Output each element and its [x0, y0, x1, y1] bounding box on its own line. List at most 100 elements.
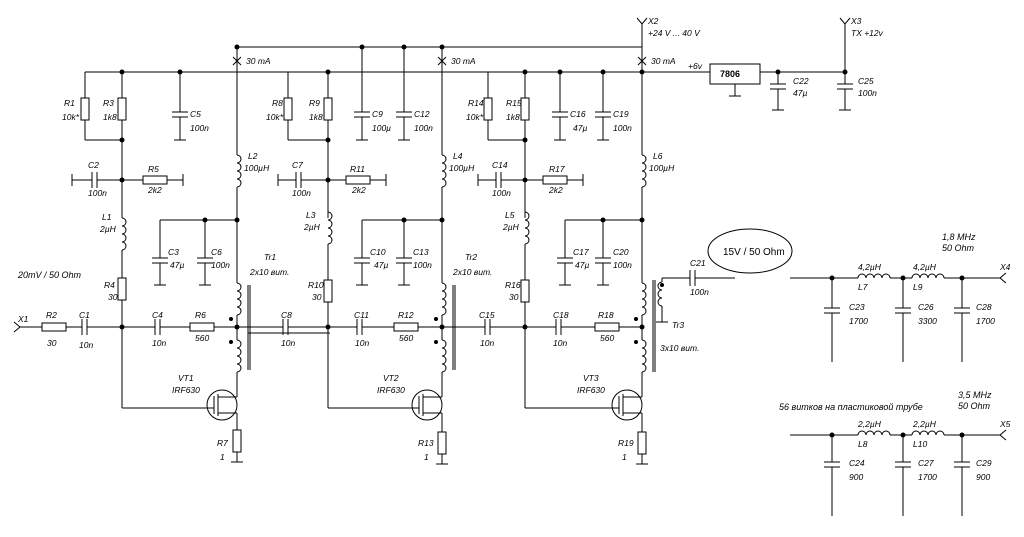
label-r11-value: 2k2 — [351, 185, 366, 195]
label-filter2-impedance: 50 Ohm — [958, 401, 991, 411]
label-l5: L5 — [505, 210, 515, 220]
label-r1-value: 10k* — [62, 112, 80, 122]
stage-1 — [20, 44, 330, 463]
label-c20-value: 100n — [613, 260, 632, 270]
label-l6-value: 100µH — [649, 163, 675, 173]
label-c5: C5 — [190, 109, 201, 119]
label-l7-value: 4,2µH — [858, 262, 882, 272]
label-r5-value: 2k2 — [147, 185, 162, 195]
label-c7: C7 — [292, 160, 303, 170]
label-vt1-type: IRF630 — [172, 385, 200, 395]
label-c25: C25 — [858, 76, 874, 86]
label-r18-value: 560 — [600, 333, 614, 343]
label-x5: X5 — [999, 419, 1011, 429]
label-input-level: 20mV / 50 Ohm — [17, 270, 82, 280]
label-r3-value: 1k8 — [103, 112, 117, 122]
label-x2: X2 — [647, 16, 659, 26]
label-c9-value: 100µ — [372, 123, 391, 133]
label-c19-value: 100n — [613, 123, 632, 133]
label-vt3-type: IRF630 — [577, 385, 605, 395]
label-c11-value: 10n — [355, 338, 369, 348]
regulator-7806 — [709, 63, 761, 97]
label-filter1-impedance: 50 Ohm — [942, 243, 975, 253]
label-c15: C15 — [479, 310, 495, 320]
connector-x2 — [636, 17, 648, 28]
label-c16-value: 47µ — [573, 123, 587, 133]
label-c24: C24 — [849, 458, 865, 468]
label-r13-value: 1 — [424, 452, 429, 462]
label-c3-value: 47µ — [170, 260, 184, 270]
label-l7: L7 — [858, 282, 868, 292]
label-r2-value: 30 — [47, 338, 57, 348]
label-c15-value: 10n — [480, 338, 494, 348]
label-c6: C6 — [211, 247, 222, 257]
label-l2-value: 100µH — [244, 163, 270, 173]
label-c19: C19 — [613, 109, 629, 119]
label-c17: C17 — [573, 247, 589, 257]
label-c4-value: 10n — [152, 338, 166, 348]
label-current-3: 30 mA — [651, 56, 676, 66]
label-vt1: VT1 — [178, 373, 194, 383]
label-c13: C13 — [413, 247, 429, 257]
connector-x3 — [839, 17, 851, 28]
label-r4-value: 30 — [108, 292, 118, 302]
label-c8-value: 10n — [281, 338, 295, 348]
label-r12: R12 — [398, 310, 414, 320]
label-c28-value: 1700 — [976, 316, 995, 326]
label-vt2-type: IRF630 — [377, 385, 405, 395]
label-l8: L8 — [858, 439, 868, 449]
label-l2: L2 — [248, 151, 258, 161]
label-c9: C9 — [372, 109, 383, 119]
label-l1: L1 — [102, 212, 112, 222]
label-l5-value: 2µH — [502, 222, 520, 232]
label-l4: L4 — [453, 151, 463, 161]
label-l9: L9 — [913, 282, 923, 292]
label-r8: R8 — [272, 98, 283, 108]
label-c16: C16 — [570, 109, 586, 119]
label-r9-value: 1k8 — [309, 112, 323, 122]
capacitor-c22 — [770, 72, 786, 111]
label-r16: R16 — [505, 280, 521, 290]
label-filter2-frequency: 3,5 MHz — [958, 390, 992, 400]
label-x3-supply: TX +12v — [851, 28, 884, 38]
filter-1-8mhz — [790, 272, 1007, 362]
label-c27: C27 — [918, 458, 934, 468]
label-l4-value: 100µH — [449, 163, 475, 173]
current-marks — [232, 56, 647, 66]
label-r3: R3 — [103, 98, 114, 108]
label-c23: C23 — [849, 302, 865, 312]
label-c14-value: 100n — [492, 188, 511, 198]
label-r15-value: 1k8 — [506, 112, 520, 122]
label-c28: C28 — [976, 302, 992, 312]
label-r19-value: 1 — [622, 452, 627, 462]
connector-x1 — [13, 321, 21, 333]
label-r13: R13 — [418, 438, 434, 448]
label-r17-value: 2k2 — [548, 185, 563, 195]
label-r10: R10 — [308, 280, 324, 290]
label-c8: C8 — [281, 310, 292, 320]
label-r4: R4 — [104, 280, 115, 290]
label-r19: R19 — [618, 438, 634, 448]
label-l9-value: 4,2µH — [913, 262, 937, 272]
label-l3-value: 2µH — [303, 222, 321, 232]
label-c14: C14 — [492, 160, 508, 170]
label-c6-value: 100n — [211, 260, 230, 270]
label-c23-value: 1700 — [849, 316, 868, 326]
label-c2-value: 100n — [88, 188, 107, 198]
label-current-1: 30 mA — [246, 56, 271, 66]
label-c22-value: 47µ — [793, 88, 807, 98]
label-c10: C10 — [370, 247, 386, 257]
label-coil-note: 56 витков на пластиковой трубе — [779, 402, 923, 412]
stage-2 — [277, 44, 525, 465]
capacitor-c25 — [837, 72, 853, 111]
label-tr1: Tr1 — [264, 252, 276, 262]
label-c27-value: 1700 — [918, 472, 937, 482]
label-plus6v: +6v — [688, 61, 703, 71]
label-r1: R1 — [64, 98, 75, 108]
label-c1-value: 10n — [79, 340, 93, 350]
label-c26-value: 3300 — [918, 316, 937, 326]
label-x2-supply: +24 V ... 40 V — [648, 28, 701, 38]
label-filter1-frequency: 1,8 MHz — [942, 232, 976, 242]
label-c20: C20 — [613, 247, 629, 257]
